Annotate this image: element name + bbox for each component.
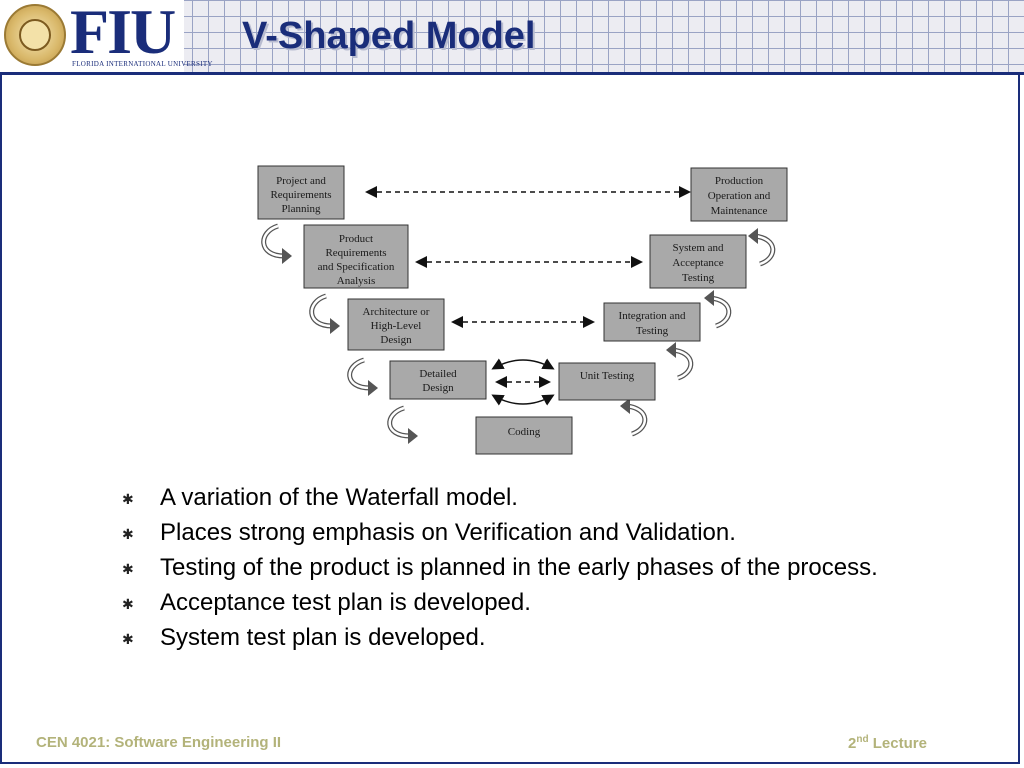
flow-curl-right-1 xyxy=(620,398,648,437)
flow-curl-right-2 xyxy=(666,342,694,381)
bullet-list: ✱ A variation of the Waterfall model. ✱ Pl… xyxy=(122,484,942,659)
box-line: Detailed xyxy=(419,368,457,380)
flow-curl-right-3 xyxy=(704,290,732,329)
flow-curl-left-3 xyxy=(347,357,378,396)
box-line: Requirements xyxy=(325,247,386,259)
svg-text:Coding: Coding xyxy=(508,426,541,438)
box-line: Unit Testing xyxy=(580,370,635,382)
lecture-ordinal: nd xyxy=(856,734,869,745)
flow-curl-left-1 xyxy=(261,223,292,264)
bullet-text: A variation of the Waterfall model. xyxy=(160,484,518,511)
box-line: Project and xyxy=(276,175,326,187)
bullet-item: ✱ Testing of the product is planned in th… xyxy=(122,554,942,581)
bullet-text: Places strong emphasis on Verification a… xyxy=(160,519,736,546)
box-line: Analysis xyxy=(337,275,376,287)
asterisk-bullet-icon: ✱ xyxy=(122,596,134,612)
box-line: Architecture or xyxy=(363,306,430,318)
bullet-text: Acceptance test plan is developed. xyxy=(160,589,531,616)
box-line: Design xyxy=(422,382,454,394)
bullet-item: ✱ Places strong emphasis on Verification … xyxy=(122,519,942,546)
box-line: Operation and xyxy=(708,190,771,202)
box-coding: Coding xyxy=(475,416,573,455)
box-line: Acceptance xyxy=(672,257,723,269)
box-line: High-Level xyxy=(371,320,422,332)
box-line: Testing xyxy=(682,272,715,284)
university-seal-icon xyxy=(4,4,66,66)
box-unit-testing: Unit Testing xyxy=(558,362,656,401)
logo-subtitle: FLORIDA INTERNATIONAL UNIVERSITY xyxy=(72,60,213,68)
fiu-logo: FIU FLORIDA INTERNATIONAL UNIVERSITY xyxy=(0,0,212,72)
box-line: Design xyxy=(380,334,412,346)
box-line: Requirements xyxy=(270,189,331,201)
slide-title: V-Shaped Model xyxy=(242,15,536,57)
asterisk-bullet-icon: ✱ xyxy=(122,631,134,647)
lecture-number: 2 xyxy=(848,735,857,752)
link-arc-top xyxy=(491,358,555,370)
box-line: Coding xyxy=(508,426,541,438)
box-line: Product xyxy=(339,233,373,245)
flow-curl-left-4 xyxy=(387,405,418,444)
footer-lecture: 2nd Lecture xyxy=(848,734,927,752)
asterisk-bullet-icon: ✱ xyxy=(122,561,134,577)
box-line: and Specification xyxy=(318,261,395,273)
logo-wordmark: FIU xyxy=(70,0,176,67)
flow-curl-left-2 xyxy=(309,293,340,334)
box-line: System and xyxy=(672,242,724,254)
link-arc-bottom xyxy=(491,394,555,406)
asterisk-bullet-icon: ✱ xyxy=(122,491,134,507)
bullet-item: ✱ A variation of the Waterfall model. xyxy=(122,484,942,511)
box-line: Integration and xyxy=(619,310,686,322)
slide-header: FIU FLORIDA INTERNATIONAL UNIVERSITY V-S… xyxy=(0,0,1024,75)
box-line: Maintenance xyxy=(711,205,768,217)
svg-text:Unit Testing: Unit Testing xyxy=(580,370,635,382)
bullet-text: Testing of the product is planned in the… xyxy=(160,554,878,581)
asterisk-bullet-icon: ✱ xyxy=(122,526,134,542)
bullet-item: ✱ Acceptance test plan is developed. xyxy=(122,589,942,616)
flow-curl-right-4 xyxy=(748,228,776,267)
bullet-item: ✱ System test plan is developed. xyxy=(122,624,942,651)
box-line: Production xyxy=(715,175,764,187)
box-line: Planning xyxy=(281,203,321,215)
box-line: Testing xyxy=(636,325,669,337)
lecture-word: Lecture xyxy=(872,735,927,752)
bullet-text: System test plan is developed. xyxy=(160,624,486,651)
footer-course: CEN 4021: Software Engineering II xyxy=(36,734,282,751)
seal-inner-ring xyxy=(19,19,51,51)
